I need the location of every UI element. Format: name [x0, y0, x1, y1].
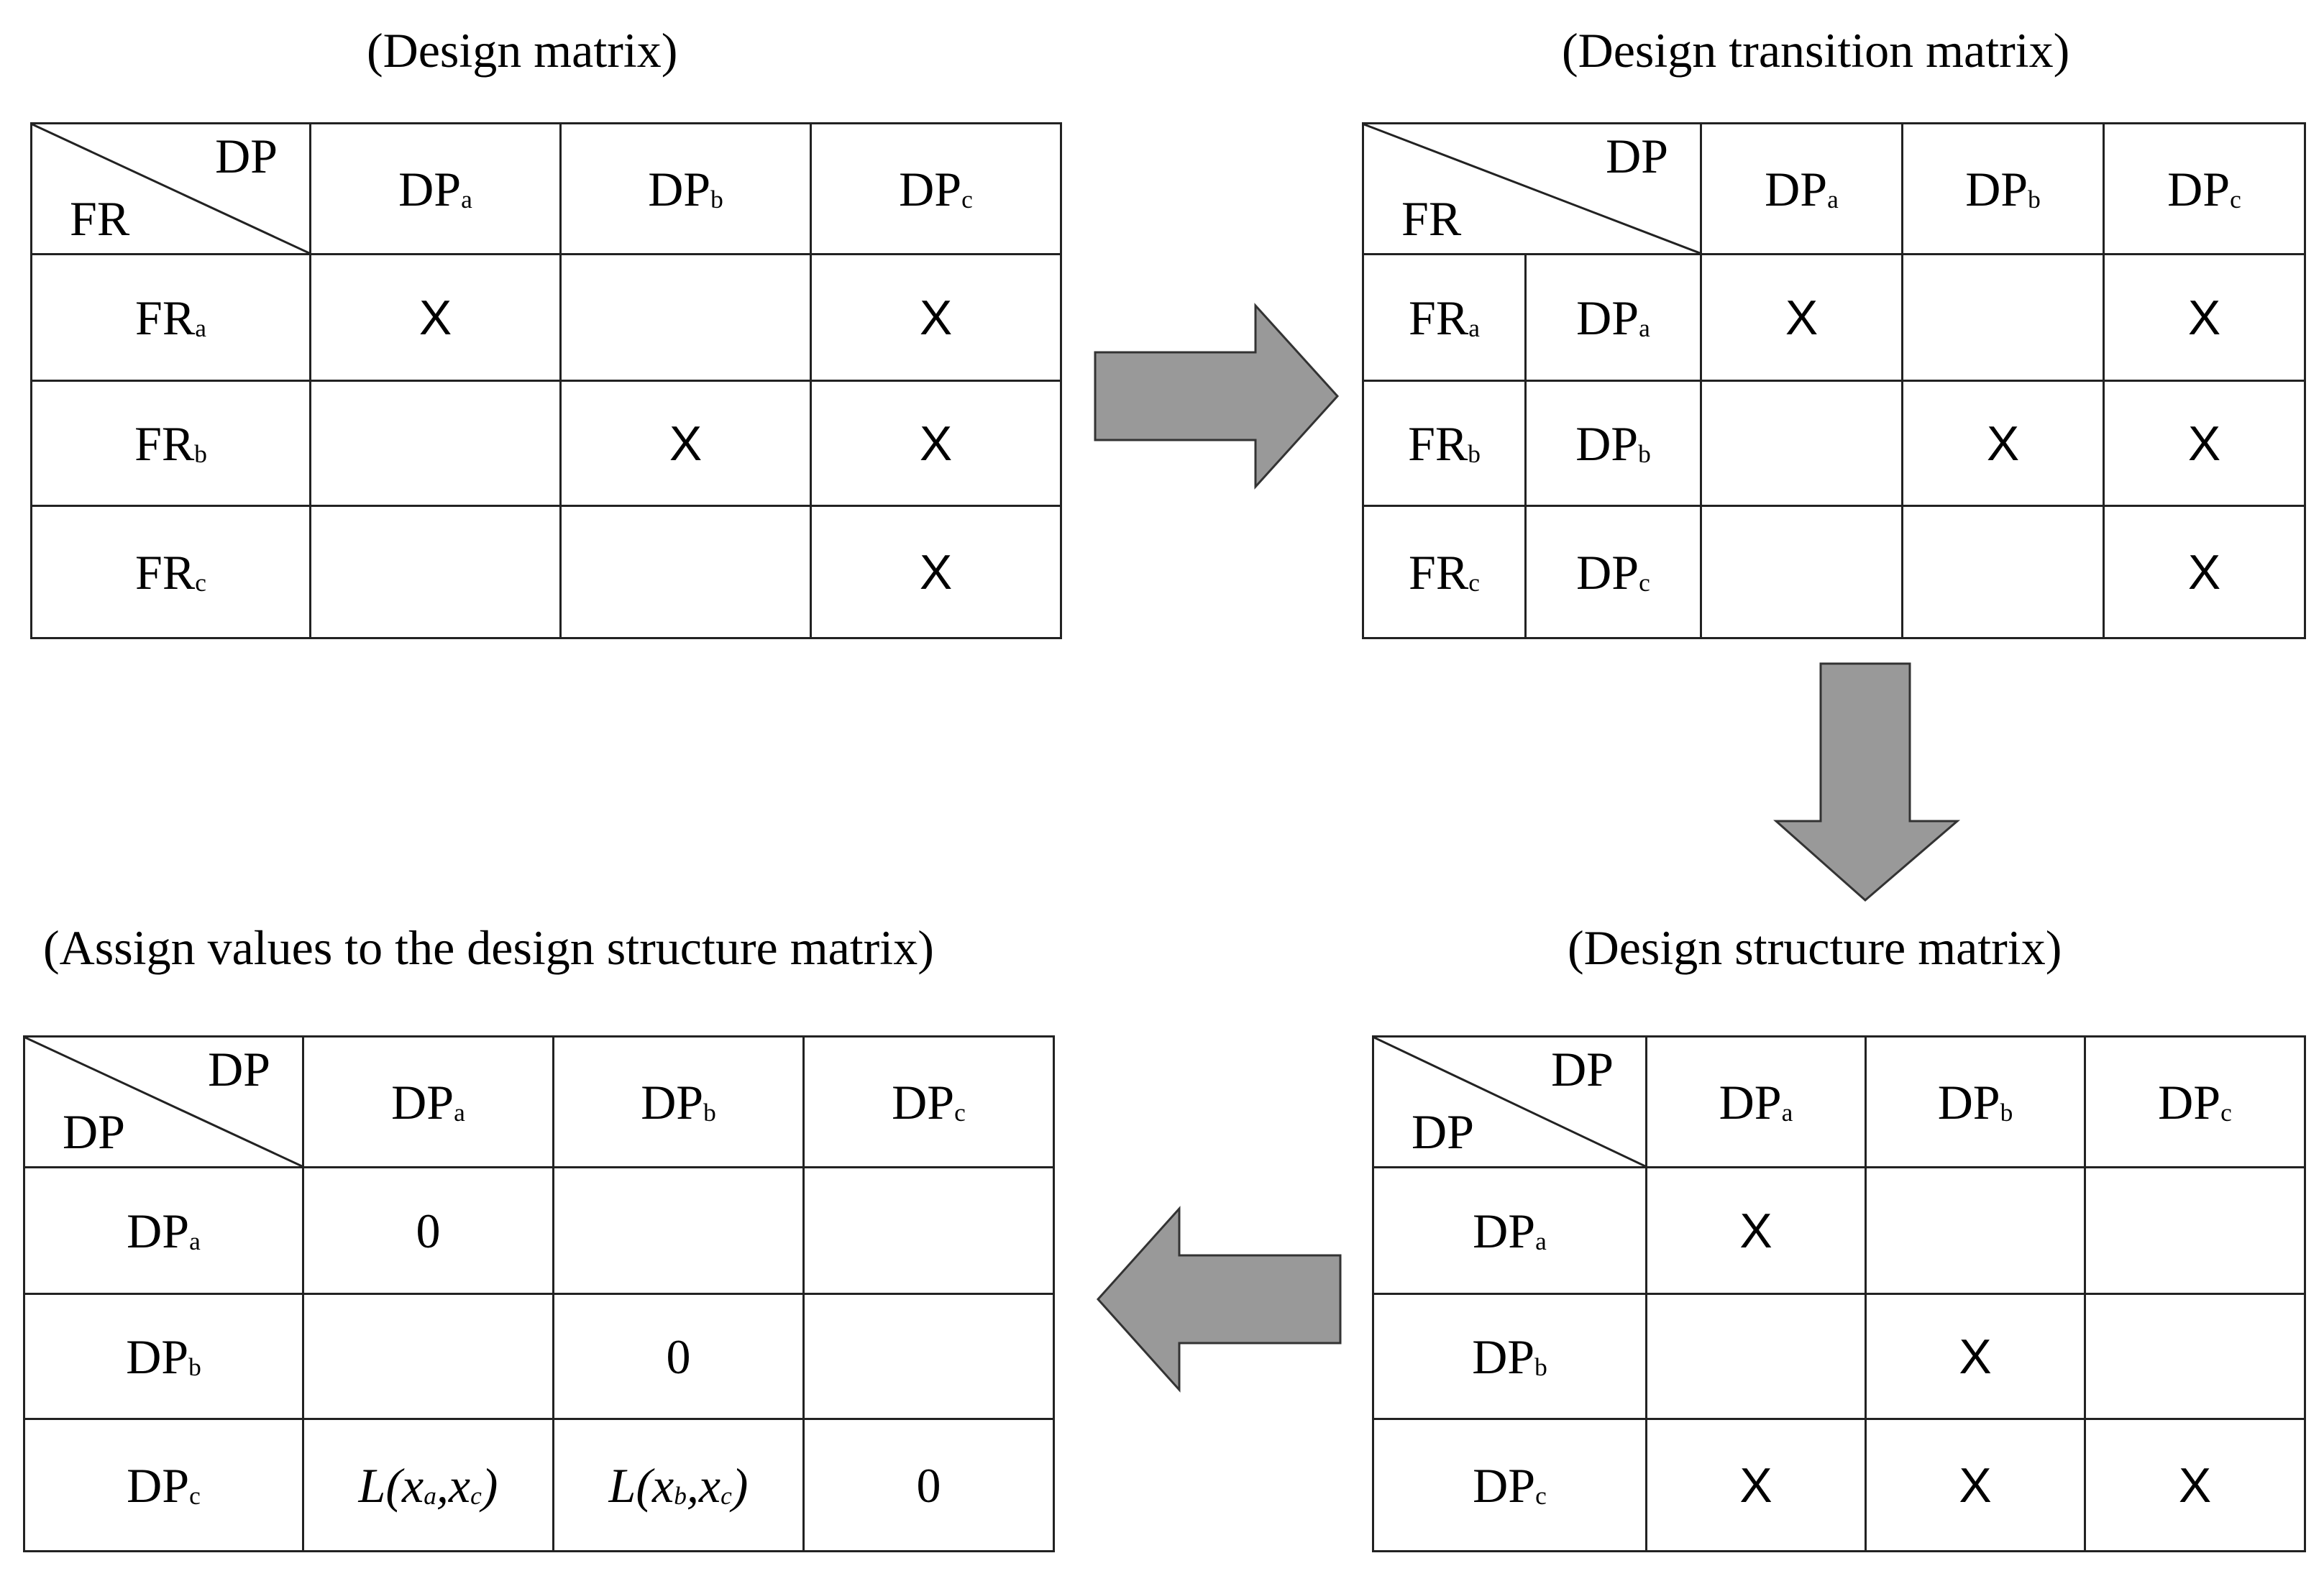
matrix-cell	[559, 505, 812, 639]
matrix-cell: 0	[802, 1418, 1055, 1552]
matrix-cell	[309, 380, 562, 507]
matrix-cell: X	[2103, 505, 2306, 639]
corner-top-label: DP	[208, 1042, 270, 1096]
transition-matrix-corner: DP FR	[1362, 122, 1702, 255]
matrix-cell	[1700, 380, 1903, 507]
matrix-cell: X	[2103, 380, 2306, 507]
matrix-cell: X	[810, 505, 1062, 639]
design-matrix: DP FR DPa DPb DPc FRa X X FRb X X FRc X	[30, 122, 1062, 639]
matrix-cell: X	[559, 380, 812, 507]
column-header: DPc	[802, 1035, 1055, 1168]
matrix-cell: X	[1865, 1418, 2086, 1552]
matrix-cell	[2084, 1166, 2306, 1295]
column-header: DPc	[810, 122, 1062, 255]
row-header: FRc	[30, 505, 311, 639]
column-header: DPb	[1865, 1035, 2086, 1168]
row-header: FRa	[30, 253, 311, 382]
matrix-cell: X	[1700, 253, 1903, 382]
matrix-cell	[1700, 505, 1903, 639]
matrix-cell: 0	[302, 1166, 554, 1295]
design-structure-matrix-caption: (Design structure matrix)	[1568, 920, 2062, 975]
column-header: DPa	[1700, 122, 1903, 255]
matrix-cell	[1865, 1166, 2086, 1295]
corner-bottom-label: FR	[1401, 191, 1462, 246]
right-arrow-icon	[1094, 303, 1340, 490]
matrix-cell	[1901, 505, 2105, 639]
matrix-cell	[802, 1166, 1055, 1295]
corner-bottom-label: DP	[1412, 1104, 1474, 1159]
column-header: DPb	[1901, 122, 2105, 255]
design-structure-matrix: DP DP DPa DPb DPc DPa X DPb X DPc X X X	[1372, 1035, 2306, 1552]
column-header: DPb	[552, 1035, 805, 1168]
fr-row-header: FRc	[1362, 505, 1527, 639]
formula-cell: L(xa,xc)	[302, 1418, 554, 1552]
corner-top-label: DP	[1606, 129, 1668, 183]
formula-cell: L(xb,xc)	[552, 1418, 805, 1552]
corner-top-label: DP	[1551, 1042, 1614, 1096]
matrix-cell	[309, 505, 562, 639]
matrix-cell: X	[2084, 1418, 2306, 1552]
matrix-cell	[2084, 1293, 2306, 1420]
matrix-cell: X	[810, 253, 1062, 382]
matrix-cell: X	[1645, 1166, 1867, 1295]
matrix-cell	[802, 1293, 1055, 1420]
dp-row-header: DPb	[1524, 380, 1702, 507]
design-matrix-caption: (Design matrix)	[367, 23, 678, 78]
column-header: DPc	[2084, 1035, 2306, 1168]
assign-values-caption: (Assign values to the design structure m…	[43, 920, 934, 975]
corner-bottom-label: DP	[63, 1104, 125, 1159]
matrix-cell	[552, 1166, 805, 1295]
design-transition-matrix: DP FR DPa DPb DPc FRa DPa X X FRb DPb X …	[1362, 122, 2306, 639]
matrix-cell: X	[2103, 253, 2306, 382]
matrix-cell	[1645, 1293, 1867, 1420]
matrix-cell	[1901, 253, 2105, 382]
column-header: DPa	[1645, 1035, 1867, 1168]
matrix-cell: X	[1865, 1293, 2086, 1420]
row-header: DPc	[23, 1418, 304, 1552]
dp-row-header: DPc	[1524, 505, 1702, 639]
assigned-matrix-corner: DP DP	[23, 1035, 304, 1168]
matrix-cell	[559, 253, 812, 382]
matrix-cell: X	[810, 380, 1062, 507]
assigned-values-matrix: DP DP DPa DPb DPc DPa 0 DPb 0 DPc L(xa,x…	[23, 1035, 1055, 1552]
matrix-cell: 0	[552, 1293, 805, 1420]
row-header: DPc	[1372, 1418, 1647, 1552]
row-header: DPa	[1372, 1166, 1647, 1295]
column-header: DPb	[559, 122, 812, 255]
column-header: DPa	[302, 1035, 554, 1168]
left-arrow-icon	[1096, 1206, 1342, 1393]
structure-matrix-corner: DP DP	[1372, 1035, 1647, 1168]
matrix-cell: X	[309, 253, 562, 382]
row-header: DPa	[23, 1166, 304, 1295]
row-header: DPb	[1372, 1293, 1647, 1420]
corner-top-label: DP	[215, 129, 278, 183]
row-header: DPb	[23, 1293, 304, 1420]
matrix-cell: X	[1645, 1418, 1867, 1552]
fr-row-header: FRa	[1362, 253, 1527, 382]
row-header: FRb	[30, 380, 311, 507]
column-header: DPc	[2103, 122, 2306, 255]
design-matrix-corner: DP FR	[30, 122, 311, 255]
matrix-cell	[302, 1293, 554, 1420]
dp-row-header: DPa	[1524, 253, 1702, 382]
matrix-cell: X	[1901, 380, 2105, 507]
design-transition-matrix-caption: (Design transition matrix)	[1562, 23, 2070, 78]
fr-row-header: FRb	[1362, 380, 1527, 507]
column-header: DPa	[309, 122, 562, 255]
corner-bottom-label: FR	[70, 191, 130, 246]
down-arrow-icon	[1773, 662, 1961, 902]
